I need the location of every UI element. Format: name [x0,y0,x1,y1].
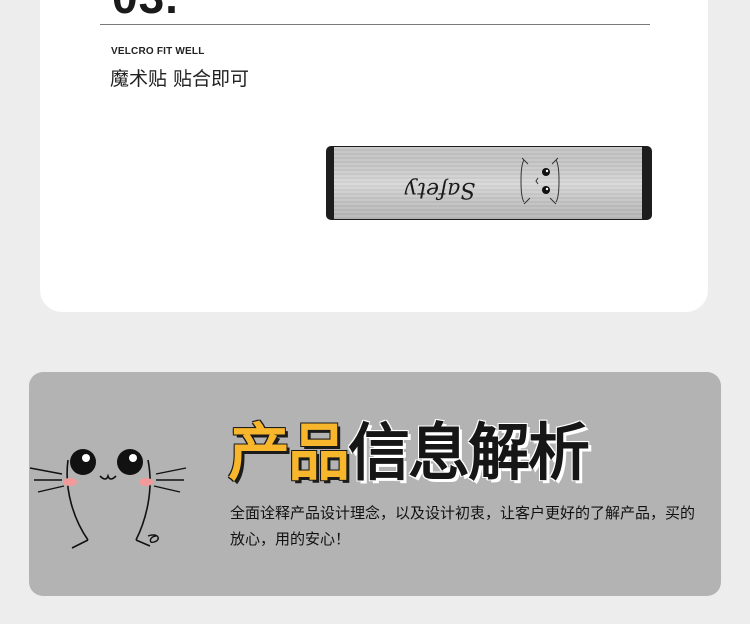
divider [100,24,650,25]
seatbelt-pad-image: Safety [326,146,652,220]
step-number: 03. [112,0,179,20]
section-title-main: 信息解析 [348,416,590,489]
cat-illustration [29,449,187,549]
section-description: 全面诠释产品设计理念，以及设计初衷，让客户更好的了解产品，买的放心，用的安心！ [230,504,696,548]
feature-title-en: VELCRO FIT WELL [111,46,205,57]
section-title-accent: 产品 [228,416,350,489]
product-safety-text: Safety [404,177,475,202]
cat-face-print [520,157,560,205]
section-title: 产品 信息解析 [228,416,590,489]
feature-title-cn: 魔术贴 贴合即可 [110,68,250,90]
